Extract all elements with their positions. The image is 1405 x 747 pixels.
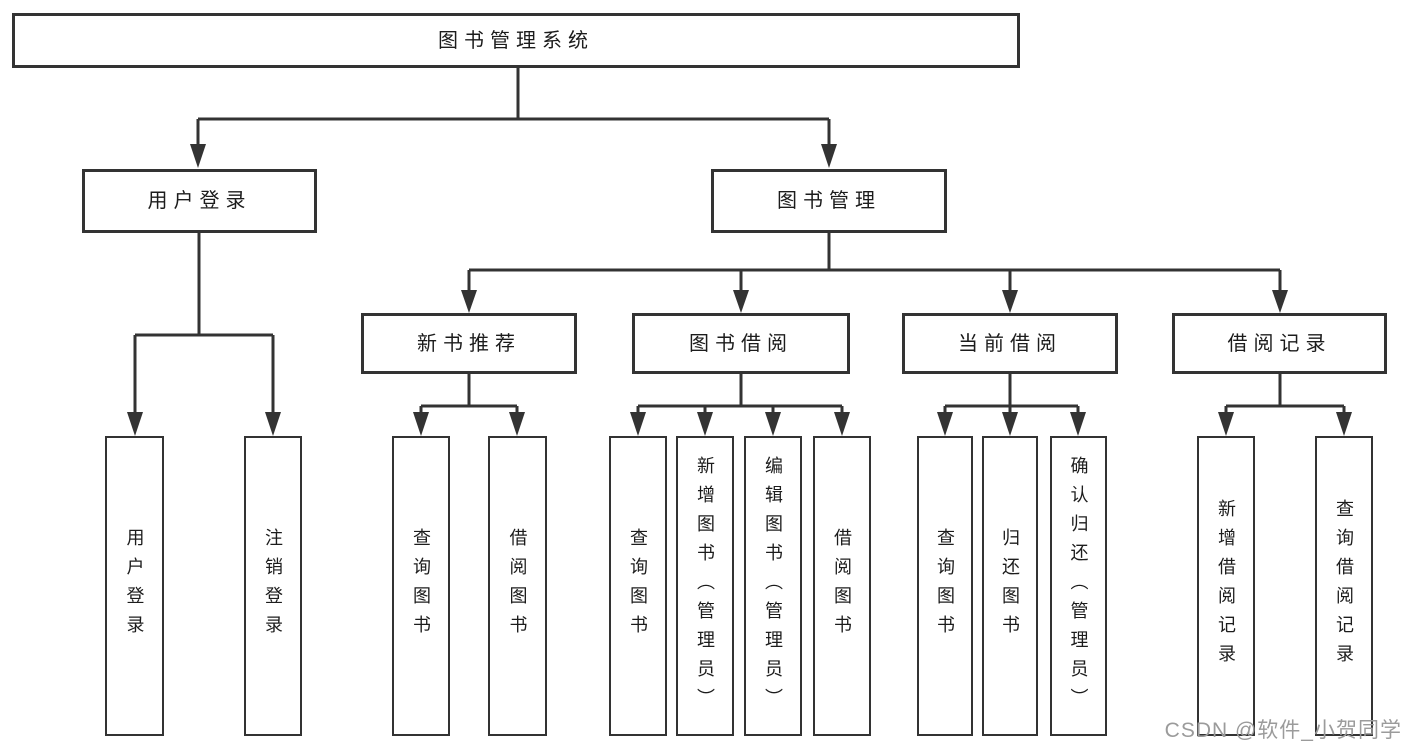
node-new-book-recommend-label: 新书推荐: [417, 332, 521, 355]
leaf-cb-return-books-label: 归还图书: [1000, 528, 1020, 644]
edges-book-management: [461, 233, 1288, 313]
node-user-login: 用户登录: [82, 169, 317, 233]
node-book-borrowing-label: 图书借阅: [689, 332, 793, 355]
leaf-bb-query-books: 查询图书: [609, 436, 667, 736]
edges-user-login: [127, 233, 281, 436]
node-root: 图书管理系统: [12, 13, 1020, 68]
node-current-borrowing: 当前借阅: [902, 313, 1118, 374]
arrowhead-icon: [697, 412, 713, 436]
arrowhead-icon: [937, 412, 953, 436]
edge-lines: [196, 68, 831, 146]
arrowhead-icon: [1002, 412, 1018, 436]
leaf-nb-borrow-books-label: 借阅图书: [507, 528, 528, 644]
leaf-nb-borrow-books: 借阅图书: [488, 436, 547, 736]
leaf-br-query-record-label: 查询借阅记录: [1334, 499, 1354, 673]
arrowhead-icon: [821, 144, 837, 168]
leaf-br-add-record: 新增借阅记录: [1197, 436, 1255, 736]
node-book-borrowing: 图书借阅: [632, 313, 850, 374]
leaf-cb-query-books-label: 查询图书: [935, 528, 955, 644]
leaf-bb-add-books: 新增图书（管理员）: [676, 436, 734, 736]
arrowhead-icon: [1272, 290, 1288, 313]
leaf-cb-confirm-return-label: 确认归还（管理员）: [1068, 455, 1089, 717]
leaf-br-add-record-label: 新增借阅记录: [1216, 499, 1236, 673]
arrowhead-icon: [413, 412, 429, 436]
node-book-management-label: 图书管理: [777, 190, 881, 212]
edges-borrowing-records: [1218, 374, 1352, 436]
edges-current-borrowing: [937, 374, 1086, 436]
edge-lines: [636, 374, 844, 414]
leaf-nb-query-books-label: 查询图书: [411, 528, 431, 644]
arrowhead-icon: [733, 290, 749, 313]
leaf-bb-add-books-label: 新增图书（管理员）: [695, 455, 715, 717]
node-user-login-label: 用户登录: [147, 190, 252, 212]
arrowhead-icon: [1002, 290, 1018, 313]
edges-root: [190, 68, 837, 168]
arrowhead-icon: [461, 290, 477, 313]
edge-lines: [419, 374, 519, 414]
leaf-logout: 注销登录: [244, 436, 302, 736]
leaf-bb-borrow-books-label: 借阅图书: [832, 528, 852, 644]
leaf-bb-edit-books-label: 编辑图书（管理员）: [763, 455, 783, 717]
node-book-management: 图书管理: [711, 169, 947, 233]
node-root-label: 图书管理系统: [438, 29, 594, 52]
arrowhead-icon: [1070, 412, 1086, 436]
arrowhead-icon: [265, 412, 281, 436]
leaf-user-login-label: 用户登录: [124, 528, 145, 644]
edge-lines: [1224, 374, 1346, 414]
leaf-bb-borrow-books: 借阅图书: [813, 436, 871, 736]
node-current-borrowing-label: 当前借阅: [958, 332, 1062, 355]
leaf-user-login: 用户登录: [105, 436, 164, 736]
arrowhead-icon: [765, 412, 781, 436]
leaf-nb-query-books: 查询图书: [392, 436, 450, 736]
arrowhead-icon: [127, 412, 143, 436]
leaf-bb-edit-books: 编辑图书（管理员）: [744, 436, 802, 736]
leaf-bb-query-books-label: 查询图书: [628, 528, 648, 644]
edges-new-book-recommend: [413, 374, 525, 436]
arrowhead-icon: [190, 144, 206, 168]
leaf-cb-query-books: 查询图书: [917, 436, 973, 736]
arrowhead-icon: [509, 412, 525, 436]
leaf-logout-label: 注销登录: [263, 528, 283, 644]
edge-lines: [133, 233, 275, 414]
node-borrowing-records: 借阅记录: [1172, 313, 1387, 374]
leaf-cb-return-books: 归还图书: [982, 436, 1038, 736]
edges-book-borrowing: [630, 374, 850, 436]
edge-lines: [943, 374, 1080, 414]
leaf-cb-confirm-return: 确认归还（管理员）: [1050, 436, 1107, 736]
arrowhead-icon: [630, 412, 646, 436]
arrowhead-icon: [834, 412, 850, 436]
node-new-book-recommend: 新书推荐: [361, 313, 577, 374]
arrowhead-icon: [1218, 412, 1234, 436]
leaf-br-query-record: 查询借阅记录: [1315, 436, 1373, 736]
csdn-watermark: CSDN @软件_小贺同学: [1164, 719, 1402, 742]
node-borrowing-records-label: 借阅记录: [1227, 332, 1332, 355]
arrowhead-icon: [1336, 412, 1352, 436]
edge-lines: [467, 233, 1282, 292]
